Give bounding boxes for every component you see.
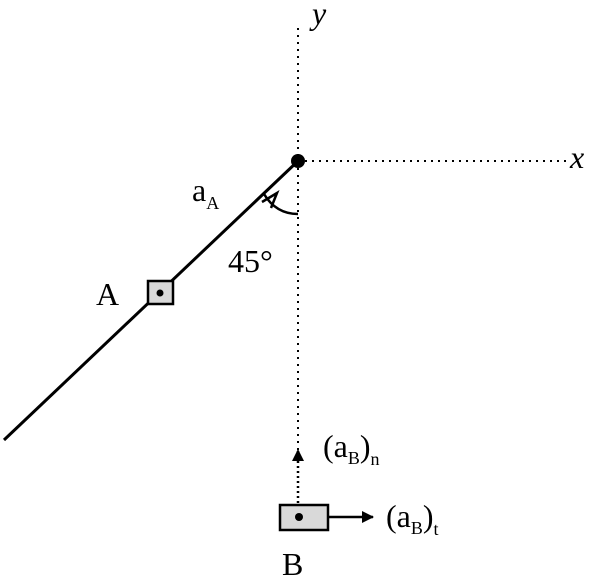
origin-point xyxy=(291,154,305,168)
block-a-dot xyxy=(156,289,164,297)
angle-arc xyxy=(262,193,299,216)
block-b xyxy=(278,503,330,532)
block-b-dot xyxy=(295,513,303,521)
accel-a-label: aA xyxy=(192,172,219,213)
x-axis-label: x xyxy=(569,139,584,175)
angle-label: 45° xyxy=(228,243,273,279)
block-b-label: B xyxy=(282,546,303,580)
accel-bn-label: (aB)n xyxy=(323,428,380,469)
block-a-label: A xyxy=(96,276,119,312)
accel-bt-label: (aB)t xyxy=(386,498,439,539)
y-axis-label: y xyxy=(309,0,327,31)
